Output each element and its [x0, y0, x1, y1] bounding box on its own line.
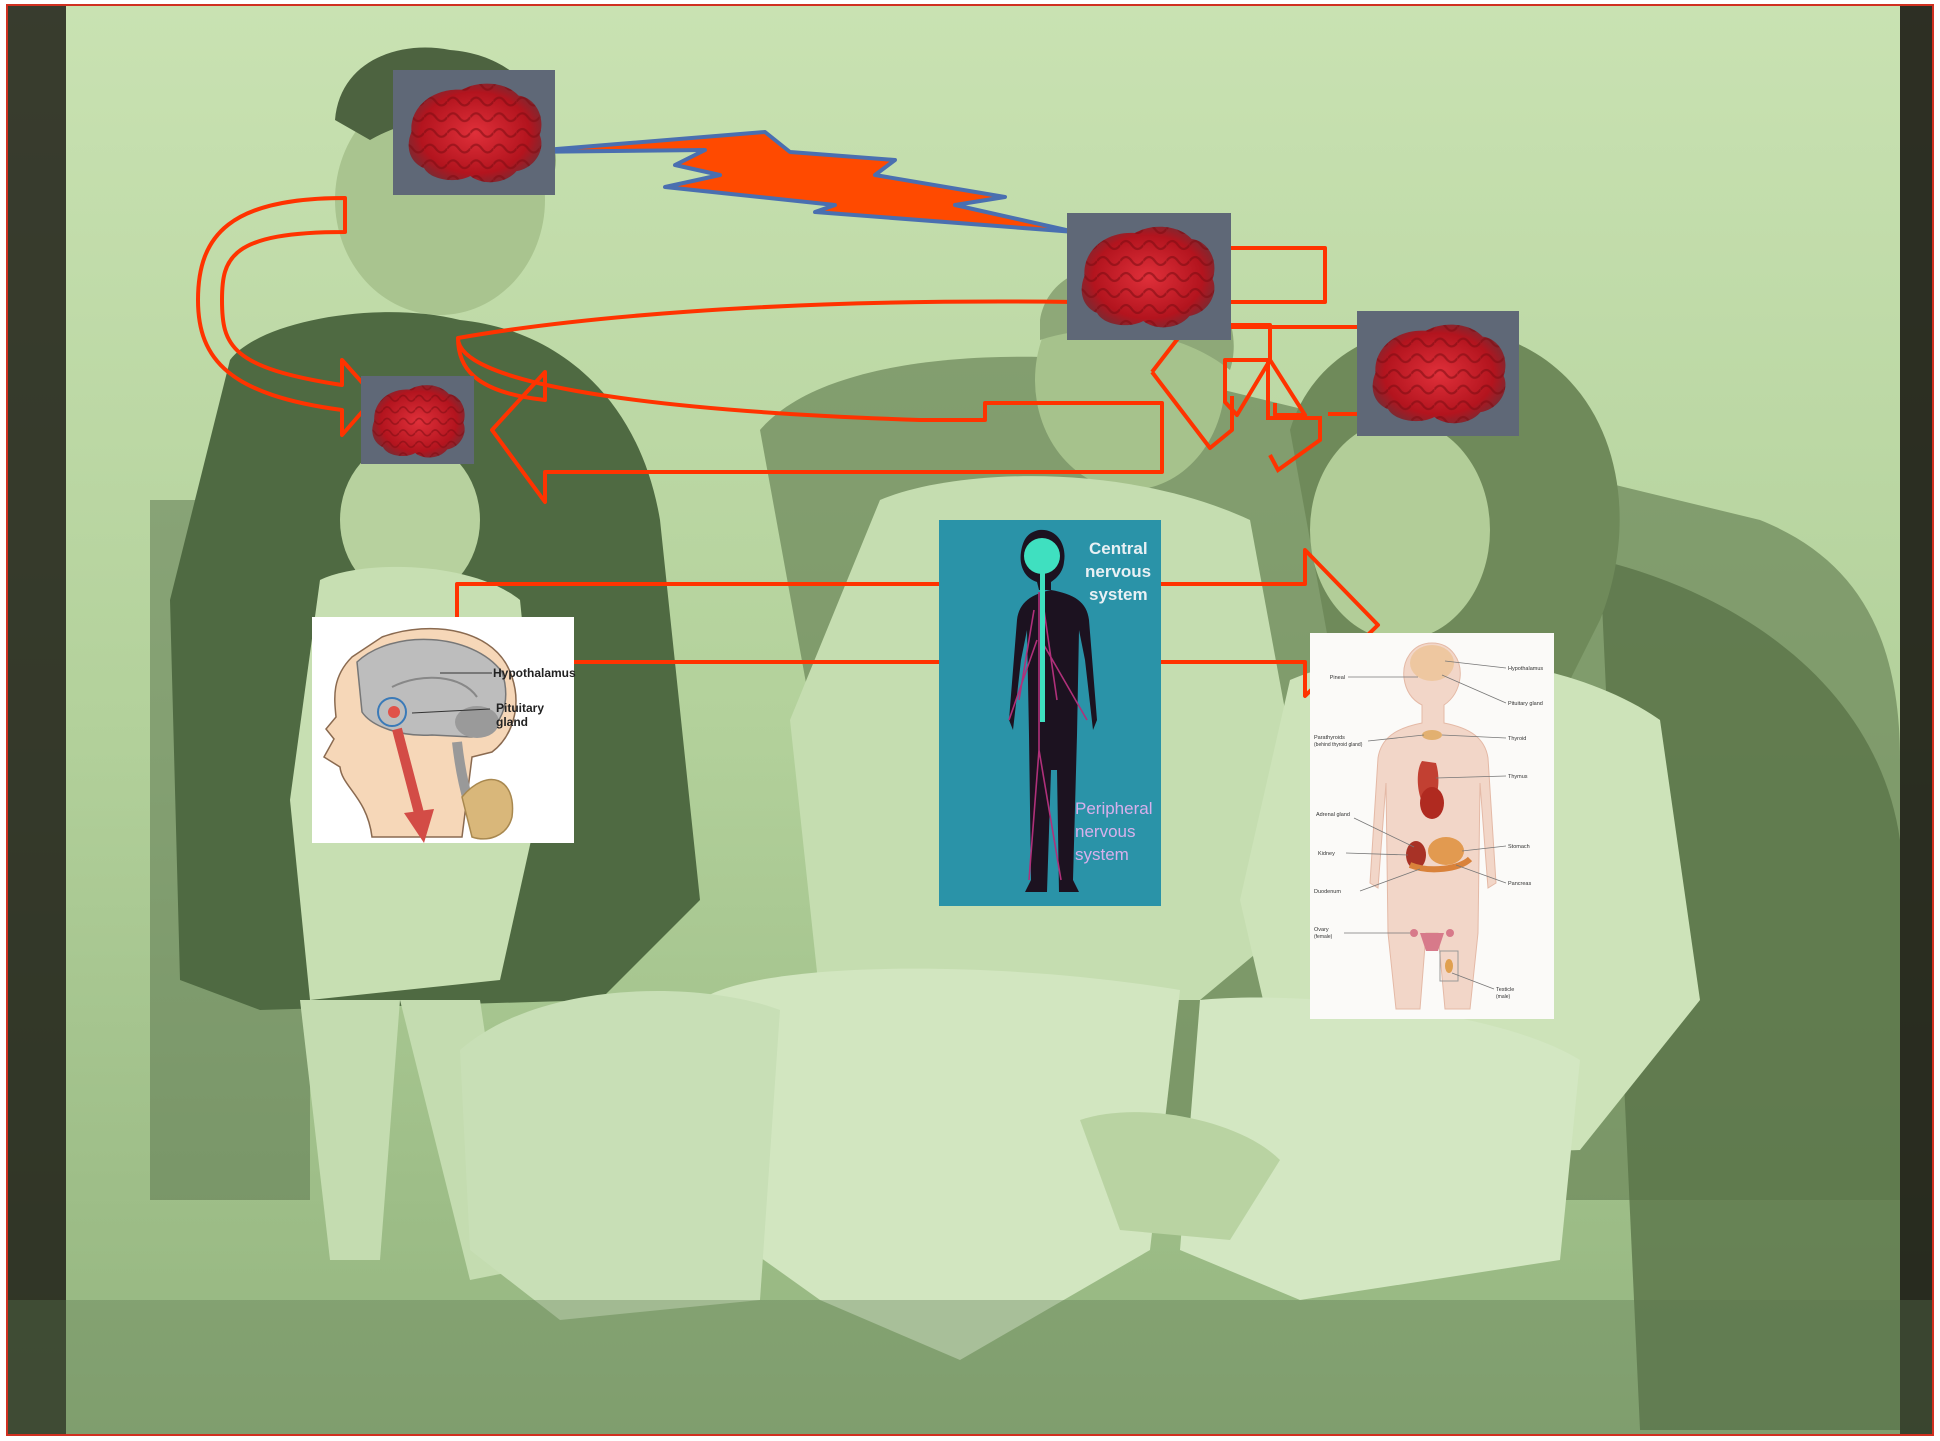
- thyroid-label: Thyroid: [1508, 736, 1526, 742]
- testicle-label: Testicle: [1496, 987, 1514, 993]
- central-label-line3: system: [1089, 585, 1148, 604]
- peripheral-label-line1: Peripheral: [1075, 799, 1153, 818]
- thymus-label: Thymus: [1508, 774, 1528, 780]
- brain-icon: [393, 70, 555, 195]
- stomach-label: Stomach: [1508, 844, 1530, 850]
- parathyroids-label: Parathyroids: [1314, 735, 1345, 741]
- endocrine-system-diagram: Pineal Hypothalamus Pituitary gland Para…: [1310, 633, 1554, 1019]
- duodenum-label: Duodenum: [1314, 889, 1341, 895]
- brain-icon: [1067, 213, 1231, 340]
- hypothalamus-label: Hypothalamus: [493, 666, 576, 680]
- parathyroids-sub-label: (behind thyroid gland): [1314, 742, 1363, 748]
- peripheral-label-line3: system: [1075, 845, 1129, 864]
- testicle-sub-label: (male): [1496, 994, 1511, 1000]
- pancreas-label: Pancreas: [1508, 881, 1531, 887]
- adrenal-label: Adrenal gland: [1316, 812, 1350, 818]
- pituitary-label-line1: Pituitary: [496, 701, 544, 715]
- brain-icon: [1357, 311, 1519, 436]
- pituitary-label-line2: gland: [496, 715, 528, 729]
- central-label-line2: nervous: [1085, 562, 1151, 581]
- peripheral-label-line2: nervous: [1075, 822, 1135, 841]
- pituitary-gland-label: Pituitary gland: [1508, 701, 1543, 707]
- ovary-label: Ovary: [1314, 927, 1329, 933]
- hypothalamus-diagram: Hypothalamus Pituitary gland: [312, 617, 576, 843]
- pineal-label: Pineal: [1330, 675, 1345, 681]
- brain-icon: [361, 376, 474, 464]
- central-label-line1: Central: [1089, 539, 1148, 558]
- kidney-label: Kidney: [1318, 851, 1335, 857]
- nervous-system-diagram: Central nervous system Peripheral nervou…: [939, 520, 1161, 906]
- ovary-sub-label: (female): [1314, 934, 1333, 940]
- endocrine-hypothalamus-label: Hypothalamus: [1508, 666, 1543, 672]
